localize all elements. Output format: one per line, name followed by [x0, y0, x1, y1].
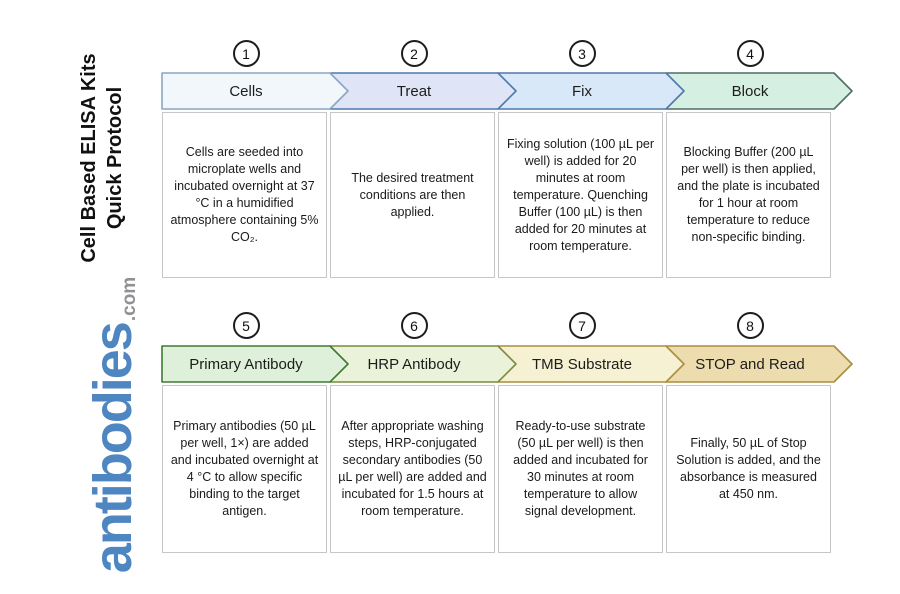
step-description-2: The desired treatment conditions are the…	[351, 170, 474, 219]
step-number-badge-7: 7	[568, 312, 596, 339]
step-description-1: Cells are seeded into microplate wells a…	[170, 145, 319, 244]
brand-logo-suffix: .com	[119, 276, 140, 322]
step-label-tmb-substrate: TMB Substrate	[498, 345, 666, 383]
chevron-band-row1	[161, 72, 853, 110]
step-number-4: 4	[746, 45, 754, 62]
step-number-badge-6: 6	[400, 312, 428, 339]
step-number-2: 2	[410, 45, 418, 62]
chevron-arrow-primary-antibody	[161, 345, 349, 383]
step-description-box-6: After appropriate washing steps, HRP-con…	[330, 385, 495, 553]
brand-logo-text: antibodies	[83, 323, 143, 574]
step-label-treat: Treat	[330, 72, 498, 110]
step-number-3: 3	[578, 45, 586, 62]
step-description-5: Primary antibodies (50 µL per well, 1×) …	[170, 419, 319, 518]
step-number-7: 7	[578, 317, 586, 334]
page-title: Cell Based ELISA Kits Quick Protocol	[74, 28, 130, 288]
step-label-text-6: HRP Antibody	[367, 355, 461, 373]
step-description-box-4: Blocking Buffer (200 µL per well) is the…	[666, 112, 831, 278]
step-label-cells: Cells	[162, 72, 330, 110]
brand-logo: antibodies .com	[60, 276, 143, 574]
page-title-line2: Quick Protocol	[104, 86, 126, 230]
chevron-band-row2	[161, 345, 853, 383]
step-label-text-1: Cells	[229, 82, 263, 100]
step-number-badge-3: 3	[568, 40, 596, 67]
step-number-6: 6	[410, 317, 418, 334]
step-label-primary-antibody: Primary Antibody	[162, 345, 330, 383]
step-label-text-7: TMB Substrate	[531, 355, 633, 373]
page-title-line1: Cell Based ELISA Kits	[78, 53, 100, 263]
step-label-text-8: STOP and Read	[695, 355, 805, 373]
step-number-badge-2: 2	[400, 40, 428, 67]
step-label-text-5: Primary Antibody	[189, 355, 303, 373]
step-label-text-3: Fix	[572, 82, 592, 100]
step-number-badge-8: 8	[736, 312, 764, 339]
step-description-box-8: Finally, 50 µL of Stop Solution is added…	[666, 385, 831, 553]
step-number-5: 5	[242, 317, 250, 334]
step-description-box-5: Primary antibodies (50 µL per well, 1×) …	[162, 385, 327, 553]
step-number-8: 8	[746, 317, 754, 334]
step-description-box-2: The desired treatment conditions are the…	[330, 112, 495, 278]
step-label-fix: Fix	[498, 72, 666, 110]
step-description-box-3: Fixing solution (100 µL per well) is add…	[498, 112, 663, 278]
step-label-block: Block	[666, 72, 834, 110]
step-description-6: After appropriate washing steps, HRP-con…	[338, 419, 487, 518]
step-description-7: Ready-to-use substrate (50 µL per well) …	[513, 419, 648, 518]
step-number-badge-5: 5	[232, 312, 260, 339]
step-label-text-2: Treat	[396, 82, 432, 100]
chevron-arrow-cells	[161, 72, 349, 110]
step-number-1: 1	[242, 45, 250, 62]
step-label-stop-and-read: STOP and Read	[666, 345, 834, 383]
step-label-hrp-antibody: HRP Antibody	[330, 345, 498, 383]
step-number-badge-4: 4	[736, 40, 764, 67]
step-label-text-4: Block	[731, 82, 769, 100]
step-description-box-1: Cells are seeded into microplate wells a…	[162, 112, 327, 278]
step-description-4: Blocking Buffer (200 µL per well) is the…	[677, 145, 820, 244]
step-number-badge-1: 1	[232, 40, 260, 67]
step-description-box-7: Ready-to-use substrate (50 µL per well) …	[498, 385, 663, 553]
step-description-3: Fixing solution (100 µL per well) is add…	[506, 136, 655, 253]
step-description-8: Finally, 50 µL of Stop Solution is added…	[676, 436, 821, 501]
